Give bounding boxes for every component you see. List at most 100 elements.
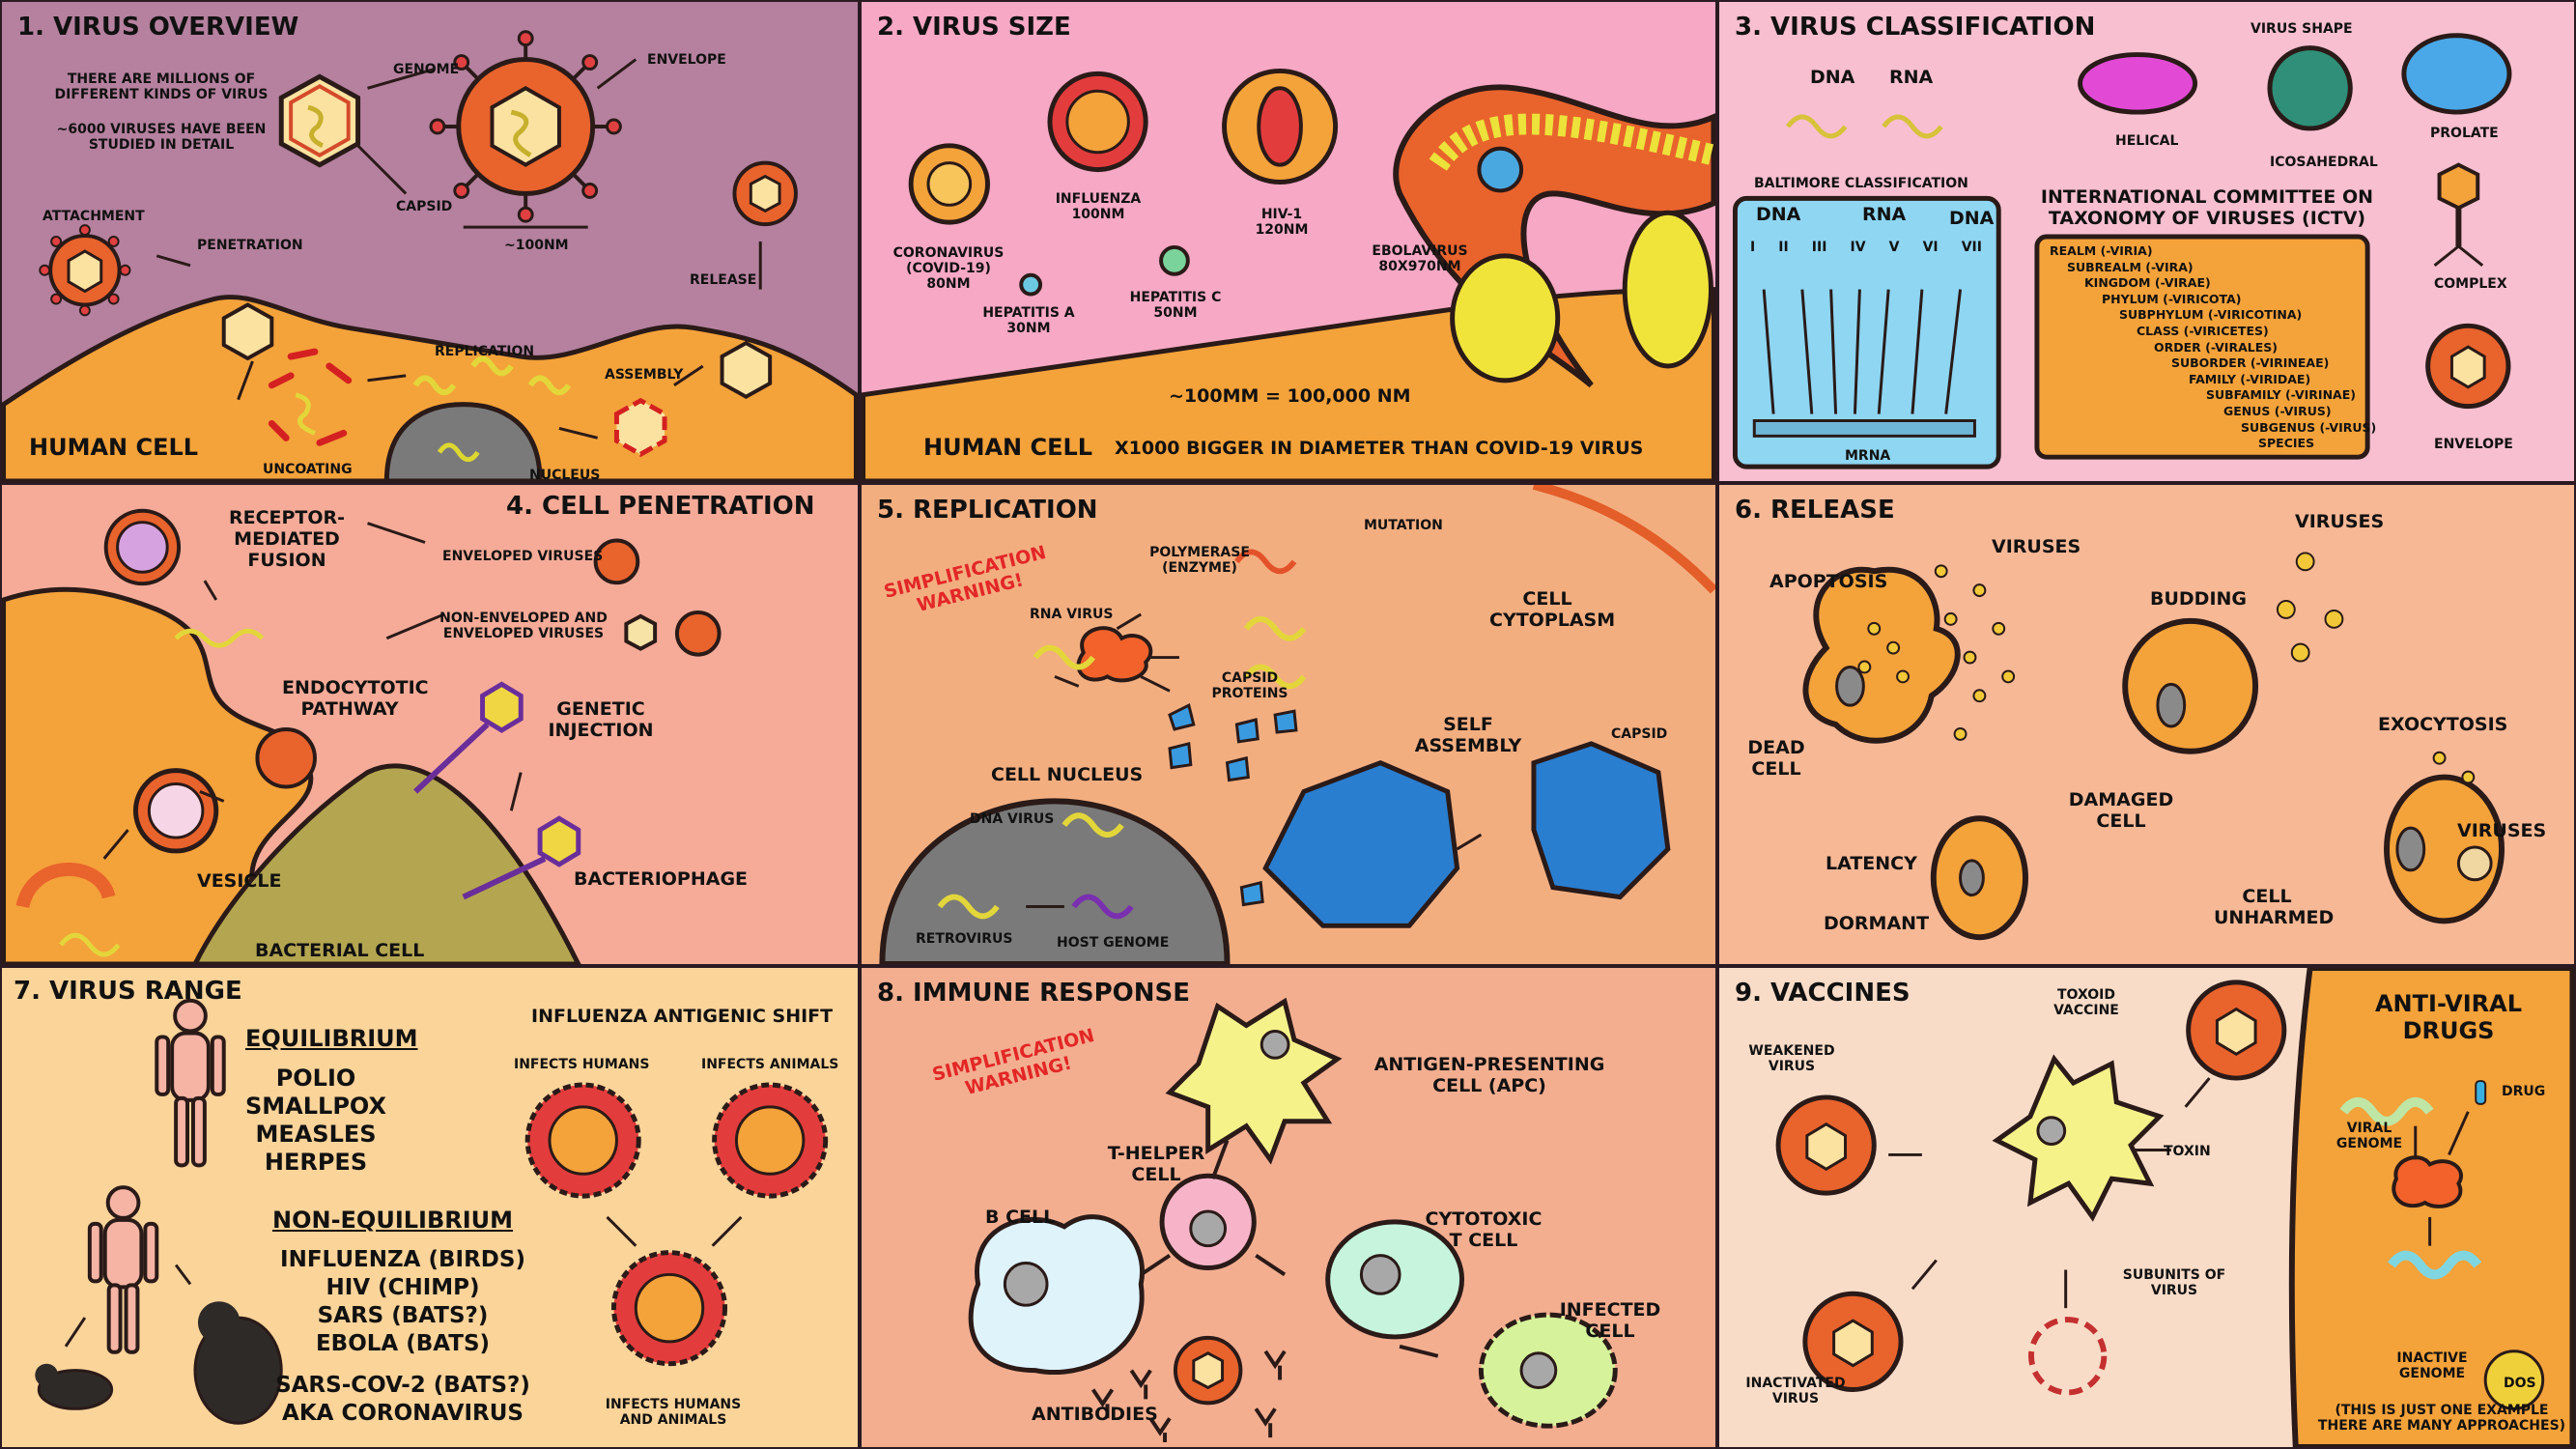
label-replication: REPLICATION [435, 344, 535, 359]
non-equilibrium-list: INFLUENZA (BIRDS) HIV (CHIMP) SARS (BATS… [258, 1246, 548, 1428]
baltimore-groups: I II III IV V VI VII [1750, 240, 1982, 255]
label-complex: COMPLEX [2434, 276, 2507, 292]
label-cell-nucleus: CELL NUCLEUS [991, 764, 1144, 785]
human-icon [87, 998, 226, 1354]
label-subunits: SUBUNITS OF VIRUS [2122, 1267, 2226, 1299]
label-rna: RNA [1889, 67, 1934, 88]
rank-item: SUBREALM (-VIRA) [2067, 259, 2194, 274]
heading-non-equilibrium: NON-EQUILIBRIUM [272, 1207, 514, 1234]
label-hiv: HIV-1 120nm [1255, 207, 1309, 239]
label-genome: GENOME [393, 62, 460, 77]
list-item: SARS-COV-2 (BATS?) [275, 1373, 530, 1398]
list-item: HIV (CHIMP) [326, 1275, 480, 1300]
panel-cell-penetration: 4. CELL PENETRATION RECEPTOR-MEDIATED FU… [0, 483, 860, 966]
rank-item: SUBPHYLUM (-VIRICOTINA) [2119, 307, 2303, 323]
label-hepatitis-a: HEPATITIS A 30nm [982, 305, 1075, 337]
group-label: VII [1961, 240, 1982, 255]
list-item: INFLUENZA (BIRDS) [280, 1247, 525, 1272]
label-ictv: INTERNATIONAL COMMITTEE ON TAXONOMY OF V… [2040, 186, 2374, 229]
rank-item: SUBORDER (-VIRINEAE) [2171, 355, 2330, 371]
label-envelope: ENVELOPE [647, 52, 726, 68]
label-genetic-injection: GENETIC INJECTION [548, 698, 654, 741]
virus-range-illustration [35, 998, 829, 1425]
label-polymerase: POLYMERASE (ENZYME) [1149, 545, 1250, 577]
label-penetration: PENETRATION [197, 238, 303, 253]
label-nucleus: NUCLEUS [529, 468, 601, 483]
label-infects-humans: INFECTS HUMANS [514, 1057, 650, 1072]
rank-item: FAMILY (-VIRIDAE) [2189, 371, 2311, 386]
label-comparison: x1000 BIGGER IN DIAMETER THAN COVID-19 V… [1115, 438, 1644, 459]
label-cell-cytoplasm: CELL CYTOPLASM [1489, 588, 1616, 631]
label-note: (THIS IS JUST ONE EXAMPLE THERE ARE MANY… [2317, 1403, 2566, 1435]
label-dormant: DORMANT [1824, 913, 1930, 934]
label-capsid: CAPSID [1611, 726, 1668, 742]
label-non-enveloped: NON-ENVELOPED AND ENVELOPED VIRUSES [439, 611, 608, 642]
label-hepatitis-c: HEPATITIS C 50nm [1129, 290, 1222, 322]
label-antiviral-drugs: ANTI-VIRAL DRUGS [2374, 990, 2523, 1044]
rank-item: REALM (-VIRIA) [2050, 243, 2153, 258]
virus-overview-illustration [2, 30, 858, 481]
list-item: SMALLPOX [245, 1093, 386, 1120]
rank-item: ORDER (-VIRALES) [2154, 339, 2278, 355]
label-inactive-genome: INACTIVE GENOME [2396, 1350, 2468, 1382]
label-helical: HELICAL [2115, 133, 2179, 149]
label-attachment: ATTACHMENT [42, 209, 145, 224]
panel-vaccines: 9. VACCINES WEAKENED VIRUS TOXOID VACCIN… [1717, 966, 2576, 1449]
label-influenza: INFLUENZA 100nm [1055, 191, 1142, 223]
label-latency: LATENCY [1826, 853, 1917, 874]
ictv-rank-list: REALM (-VIRIA) SUBREALM (-VIRA) KINGDOM … [2050, 243, 2376, 452]
cell-penetration-illustration [2, 508, 722, 964]
panel-virus-overview: 1. VIRUS OVERVIEW THERE ARE MILLIONS OF … [0, 0, 860, 483]
label-mutation: MUTATION [1364, 518, 1443, 533]
virus-anatomy-icon [429, 30, 622, 223]
label-endocytotic: ENDOCYTOTIC PATHWAY [282, 677, 429, 720]
label-envelope: ENVELOPE [2434, 437, 2513, 452]
list-item: EBOLA (BATS) [315, 1331, 491, 1356]
heading-antigenic-shift: INFLUENZA ANTIGENIC SHIFT [531, 1006, 834, 1027]
rank-item: PHYLUM (-VIRICOTA) [2102, 291, 2242, 306]
rank-item: SPECIES [2258, 436, 2315, 451]
label-toxin: TOXIN [2164, 1144, 2211, 1159]
panel-title: 8. IMMUNE RESPONSE [877, 979, 1191, 1008]
label-t-helper: T-HELPER CELL [1107, 1143, 1205, 1185]
label-antibodies: ANTIBODIES [1032, 1404, 1158, 1425]
baltimore-dna-header: DNA [1756, 204, 1801, 225]
label-infects-animals: INFECTS ANIMALS [701, 1057, 839, 1072]
group-label: IV [1850, 240, 1866, 255]
label-capsid-proteins: CAPSID PROTEINS [1211, 670, 1288, 702]
virus-size-illustration [862, 68, 1715, 481]
panel-replication: 5. REPLICATION SIMPLIFICATION WARNING! P… [860, 483, 1717, 966]
panel-title: 9. VACCINES [1735, 979, 1911, 1008]
list-item: SARS (BATS?) [317, 1303, 489, 1328]
panel-virus-range: 7. VIRUS RANGE EQUILIBRIUM POLIO SMALLPO… [0, 966, 860, 1449]
panel-title: 2. VIRUS SIZE [877, 13, 1071, 42]
label-coronavirus: CORONAVIRUS (COVID-19) 80nm [892, 245, 1005, 293]
label-toxoid-vaccine: TOXOID VACCINE [2053, 987, 2119, 1019]
panel-title: 4. CELL PENETRATION [506, 492, 815, 521]
label-apc: ANTIGEN-PRESENTING CELL (APC) [1373, 1054, 1605, 1096]
label-apoptosis: APOPTOSIS [1769, 571, 1888, 592]
label-exocytosis: EXOCYTOSIS [2378, 714, 2508, 735]
label-capsid: CAPSID [396, 199, 453, 214]
label-ebolavirus: EBOLAVIRUS 80x970nm [1372, 243, 1468, 275]
label-viruses: VIRUSES [1992, 536, 2081, 557]
label-vesicle: VESICLE [197, 870, 282, 892]
group-label: VI [1922, 240, 1939, 255]
group-label: II [1778, 240, 1789, 255]
label-drug: DRUG [2502, 1084, 2546, 1099]
group-label: V [1888, 240, 1900, 255]
label-baltimore: BALTIMORE CLASSIFICATION [1754, 176, 1968, 191]
list-item: MEASLES [255, 1121, 377, 1148]
label-bacteriophage: BACTERIOPHAGE [574, 868, 749, 890]
rank-item: SUBFAMILY (-VIRINAE) [2206, 387, 2356, 403]
vaccines-illustration [1775, 968, 2574, 1447]
panel-title: 5. REPLICATION [877, 496, 1098, 525]
label-enveloped-viruses: ENVELOPED VIRUSES [442, 549, 604, 564]
label-human-cell: HUMAN CELL [923, 434, 1093, 461]
list-item: AKA CORONAVIRUS [282, 1401, 524, 1426]
rank-item: GENUS (-VIRUS) [2223, 403, 2332, 418]
label-receptor-fusion: RECEPTOR-MEDIATED FUSION [228, 507, 346, 571]
panel-release: 6. RELEASE VIRUSES VIRUSES VIRUSES APOPT… [1717, 483, 2576, 966]
panel-virus-size: 2. VIRUS SIZE CORONAVIRUS (COVID-19) 80n… [860, 0, 1717, 483]
